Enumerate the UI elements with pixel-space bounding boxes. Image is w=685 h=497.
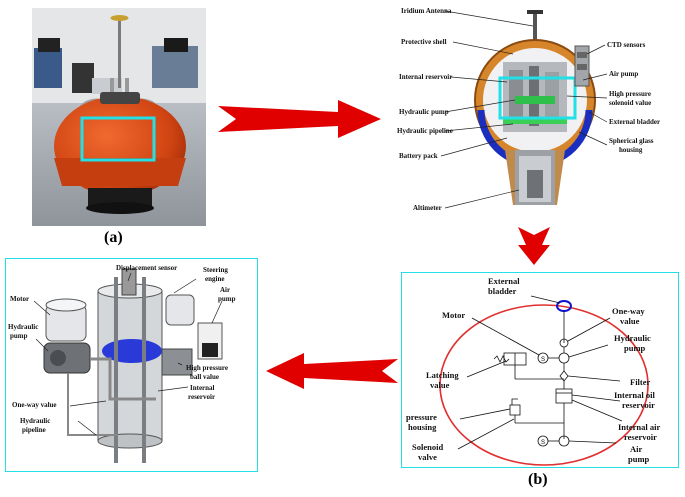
arrow-down <box>518 227 550 265</box>
mech-high-pressure-1: High pressure <box>186 364 228 372</box>
label-high-pressure-1: High pressure <box>609 90 651 98</box>
sch-latching-2: value <box>430 380 450 390</box>
label-battery-pack: Battery pack <box>399 152 438 160</box>
photo-panel <box>32 8 206 226</box>
mech-one-way: One-way value <box>12 401 57 409</box>
label-spherical-glass-1: Spherical glass <box>609 137 654 145</box>
sch-air-pump-2: pump <box>628 454 650 464</box>
sch-external-1: External <box>488 276 520 286</box>
label-external-bladder: External bladder <box>609 118 661 126</box>
sch-internal-oil-2: reservoir <box>622 400 655 410</box>
label-spherical-glass-2: housing <box>619 146 643 154</box>
panel-label-b: (b) <box>528 471 548 488</box>
label-altimeter: Altimeter <box>413 204 442 212</box>
mech-internal-2: reservoir <box>188 393 216 401</box>
sch-oneway-2: value <box>620 316 640 326</box>
airpump-symbol-s: S <box>541 440 545 446</box>
sch-internal-air-1: Internal air <box>618 422 661 432</box>
sch-motor: Motor <box>442 310 466 320</box>
schematic-panel: S S External bladder Motor One-way value… <box>401 272 679 468</box>
cutaway-drawing <box>440 10 608 209</box>
mech-hydraulic-2: pump <box>10 332 28 340</box>
label-high-pressure-2: solenoid value <box>609 99 652 107</box>
label-internal-reservoir: Internal reservoir <box>399 73 453 81</box>
label-hydraulic-pump: Hydraulic pump <box>399 108 449 116</box>
arrow-right <box>218 100 381 138</box>
mech-air-1: Air <box>220 286 231 294</box>
sch-external-2: bladder <box>488 286 517 296</box>
mech-pipeline-2: pipeline <box>22 426 46 434</box>
mech-internal-1: Internal <box>190 384 215 392</box>
mech-steering-1: Steering <box>203 266 228 274</box>
sch-internal-oil-1: Internal oil <box>614 390 655 400</box>
sch-pressure-2: housing <box>408 422 437 432</box>
label-air-pump: Air pump <box>609 70 639 78</box>
mech-hydraulic-1: Hydraulic <box>8 323 39 331</box>
panel-label-a: (a) <box>104 229 123 246</box>
mechanism-drawing <box>33 268 223 463</box>
label-iridium-antenna: Iridium Antenna <box>401 7 452 15</box>
sch-solenoid-1: Solenoid <box>412 442 444 452</box>
sch-oneway-1: One-way <box>612 306 645 316</box>
sch-hydraulic-2: pump <box>624 343 646 353</box>
sch-pressure-1: pressure <box>406 412 437 422</box>
arrow-left <box>266 353 398 389</box>
label-hydraulic-pipeline: Hydraulic pipeline <box>397 127 453 135</box>
highlight-box <box>80 116 156 162</box>
mech-air-2: pump <box>218 295 236 303</box>
sch-solenoid-2: valve <box>418 452 437 462</box>
mech-pipeline-1: Hydraulic <box>20 417 51 425</box>
mech-displacement-sensor: Displacement sensor <box>116 264 178 272</box>
sch-internal-air-2: reservoir <box>624 432 657 442</box>
mech-steering-2: engine <box>205 275 225 283</box>
mech-motor: Motor <box>10 295 30 303</box>
float-photo <box>32 8 206 226</box>
mechanism-panel: Displacement sensor Steering engine Air … <box>5 258 258 472</box>
sch-latching-1: Latching <box>426 370 459 380</box>
schematic-drawing: S S <box>439 295 649 466</box>
motor-symbol-s: S <box>541 357 545 363</box>
label-ctd-sensors: CTD sensors <box>607 41 646 49</box>
sch-air-pump-1: Air <box>630 444 643 454</box>
sch-hydraulic-1: Hydraulic <box>614 333 651 343</box>
sch-filter: Filter <box>630 377 651 387</box>
mech-high-pressure-2: ball value <box>190 373 219 381</box>
cutaway-panel: Iridium Antenna Protective shell Interna… <box>395 0 685 225</box>
label-protective-shell: Protective shell <box>401 38 447 46</box>
